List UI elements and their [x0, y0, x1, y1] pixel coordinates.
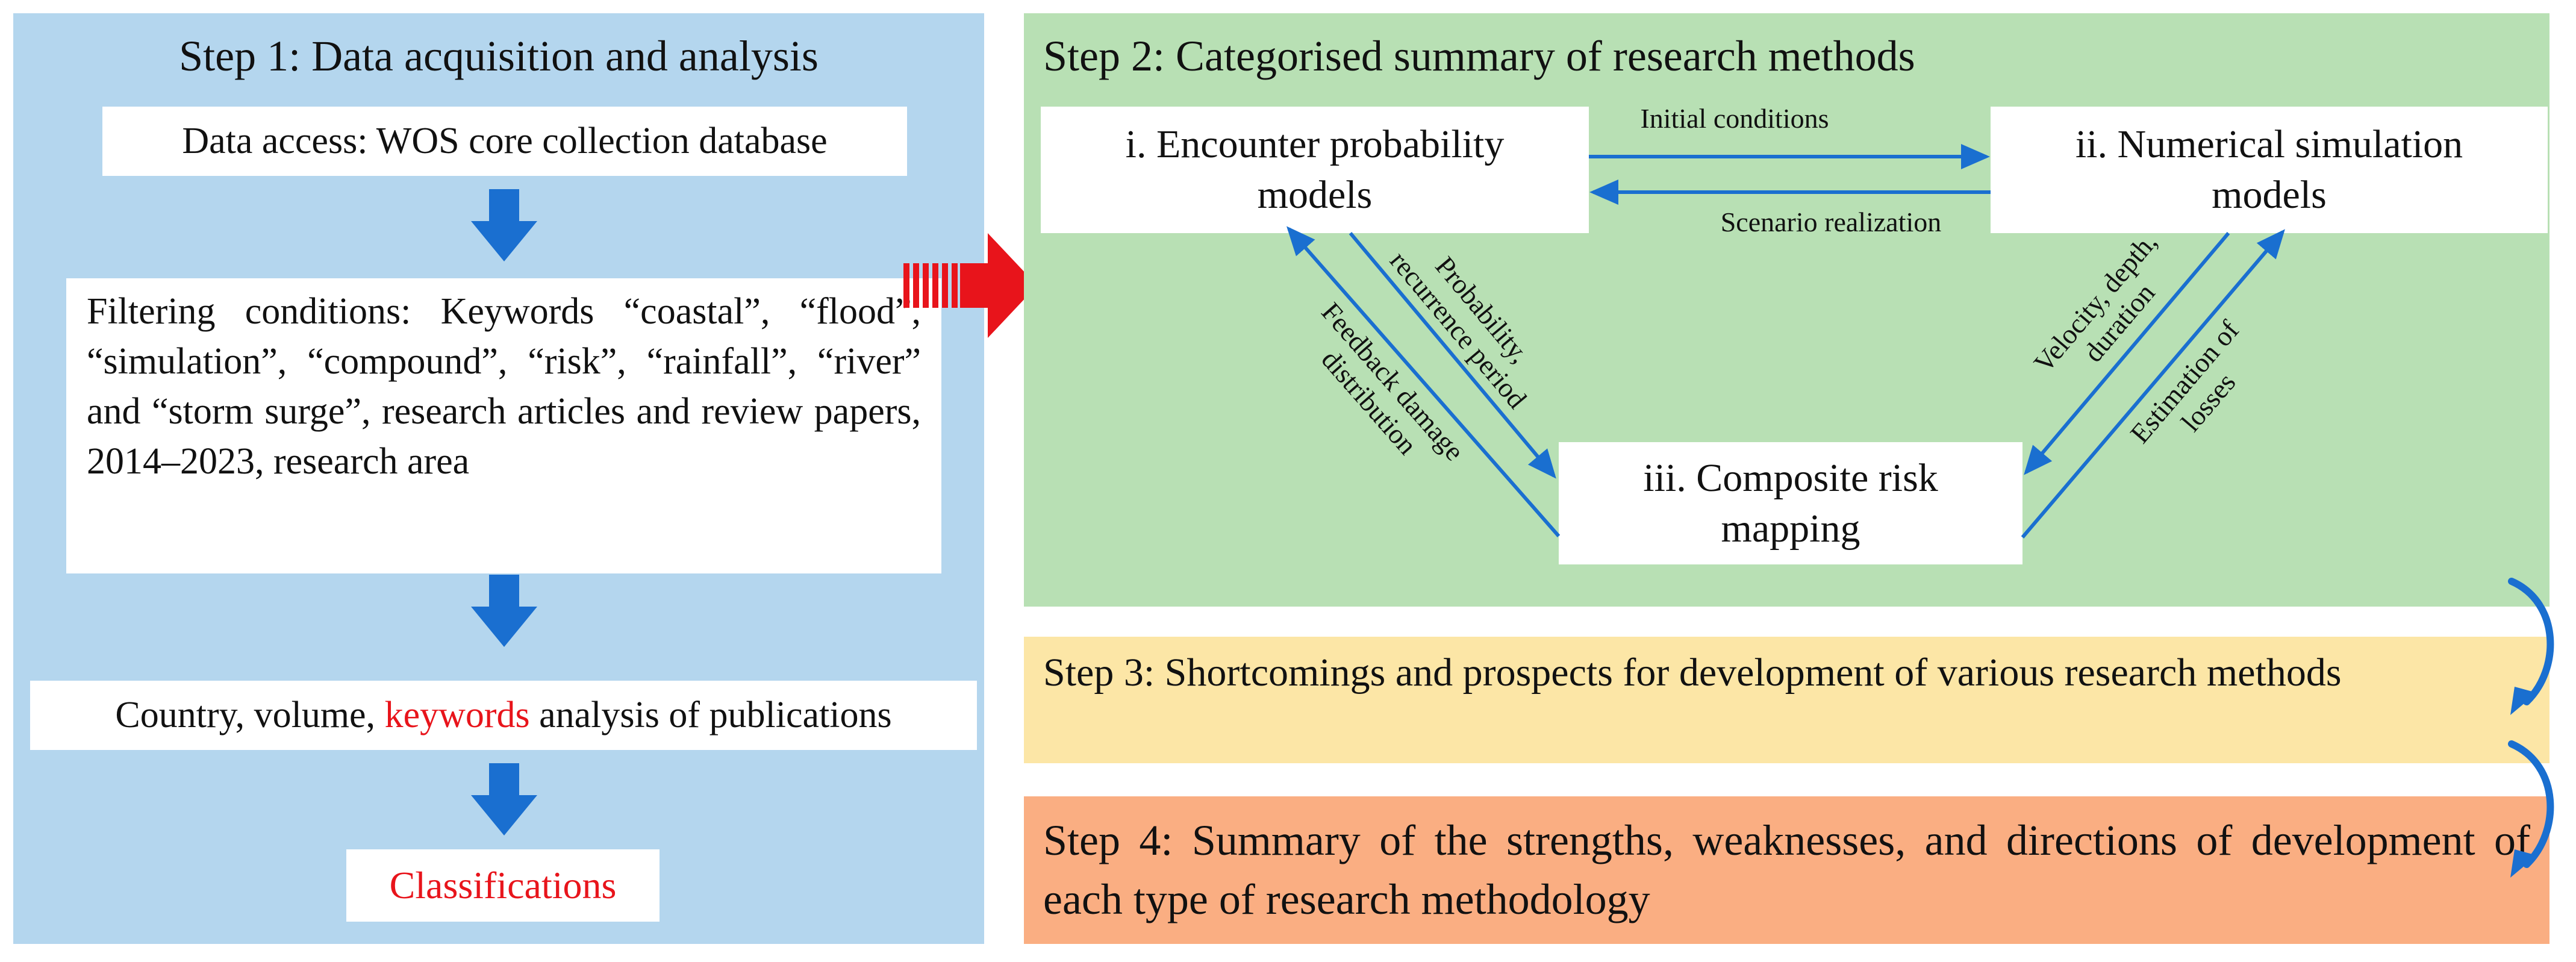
composite-risk-box: iii. Composite risk mapping — [1559, 442, 2022, 564]
analysis-text-pre: Country, volume, — [115, 695, 385, 736]
step4-title: Step 4: Summary of the strengths, weakne… — [1043, 816, 2530, 923]
filtering-text: Filtering conditions: Keywords “coastal”… — [87, 291, 921, 482]
step2-title: Step 2: Categorised summary of research … — [1043, 32, 1915, 80]
step4-panel: Step 4: Summary of the strengths, weakne… — [1024, 796, 2549, 944]
step3-panel: Step 3: Shortcomings and prospects for d… — [1024, 637, 2549, 763]
probability-arrow — [1349, 232, 1556, 479]
encounter-probability-box: i. Encounter probability models — [1041, 107, 1589, 233]
numerical-simulation-box: ii. Numerical simulation models — [1991, 107, 2548, 233]
classifications-box: Classifications — [346, 849, 660, 922]
analysis-text-post: analysis of publications — [529, 695, 892, 736]
classifications-text: Classifications — [389, 864, 617, 907]
down-arrow-icon — [471, 575, 537, 647]
step2-panel: Step 2: Categorised summary of research … — [1024, 13, 2549, 607]
numerical-simulation-text: ii. Numerical simulation models — [2075, 122, 2463, 217]
initial-conditions-label: Initial conditions — [1640, 103, 1829, 134]
data-access-box: Data access: WOS core collection databas… — [102, 107, 907, 176]
scenario-realization-label: Scenario realization — [1721, 207, 1942, 237]
velocity-arrow — [2024, 232, 2230, 475]
encounter-probability-text: i. Encounter probability models — [1125, 122, 1505, 217]
down-arrow-icon — [471, 189, 537, 261]
filtering-box: Filtering conditions: Keywords “coastal”… — [66, 278, 941, 573]
red-arrow-icon — [903, 233, 1037, 338]
feedback-arrow — [1286, 226, 1561, 537]
analysis-keywords-highlight: keywords — [384, 695, 530, 736]
step1-title: Step 1: Data acquisition and analysis — [179, 32, 819, 80]
analysis-box: Country, volume, keywords analysis of pu… — [30, 681, 977, 750]
step2-flow-diagram: Initial conditions Scenario realization … — [1286, 103, 2285, 539]
step1-panel: Step 1: Data acquisition and analysis Da… — [13, 13, 984, 944]
data-access-text: Data access: WOS core collection databas… — [182, 120, 828, 161]
down-arrow-icon — [471, 763, 537, 836]
step3-title: Step 3: Shortcomings and prospects for d… — [1043, 651, 2342, 695]
analysis-text: Country, volume, keywords analysis of pu… — [115, 694, 891, 737]
composite-risk-text: iii. Composite risk mapping — [1643, 455, 1938, 551]
losses-arrow — [2021, 229, 2285, 539]
